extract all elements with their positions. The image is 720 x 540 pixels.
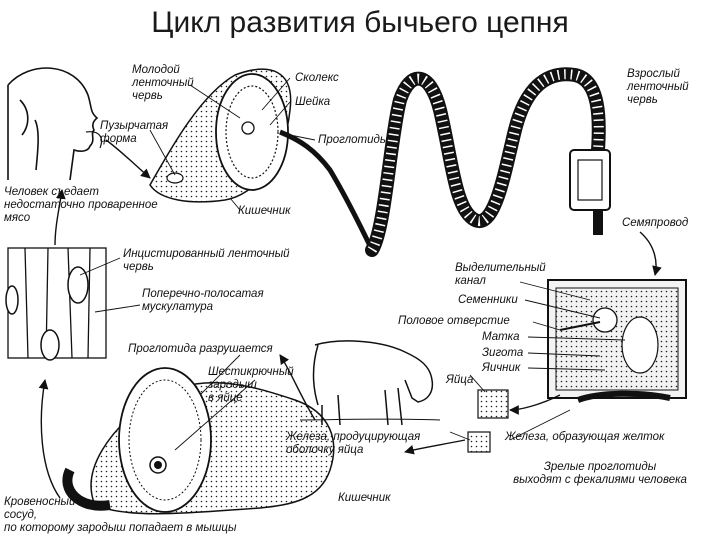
human-head-drawing xyxy=(7,67,103,181)
label-genital-opening: Половое отверстие xyxy=(398,315,510,327)
label-yolk-gland: Железа, образующая желток xyxy=(505,431,665,443)
lower-intestine-drawing xyxy=(62,367,335,515)
label-testes: Семенники xyxy=(458,294,518,306)
label-sperm-duct: Семяпровод xyxy=(622,217,689,229)
label-excretory-canal: Выделительный канал xyxy=(455,262,546,287)
label-proglottid-destroyed: Проглотида разрушается xyxy=(128,343,273,355)
label-shell-gland: Железа, продуцирующая оболочку яйца xyxy=(286,431,421,456)
leader-lines xyxy=(79,77,626,451)
muscle-tissue-drawing xyxy=(5,247,107,361)
eggs-drawing xyxy=(467,389,509,453)
label-zygote: Зигота xyxy=(482,347,524,359)
label-proglottids: Проглотиды xyxy=(318,134,389,146)
upper-intestine-drawing xyxy=(149,68,292,203)
label-neck: Шейка xyxy=(295,96,331,108)
label-intestine-bottom: Кишечник xyxy=(338,492,391,504)
label-encysted-worm: Инцистированный ленточный червь xyxy=(123,248,290,273)
page-title: Цикл развития бычьего цепня xyxy=(151,6,569,39)
label-uterus: Матка xyxy=(482,331,520,343)
label-mature-proglottids: Зрелые проглотиды выходят с фекалиями че… xyxy=(513,461,687,486)
label-six-hooked-embryo: Шестикрючный зародыш в яйце xyxy=(208,366,294,404)
label-eggs: Яйца xyxy=(446,374,474,386)
label-adult-worm: Взрослый ленточный червь xyxy=(627,68,689,106)
label-intestine-top: Кишечник xyxy=(238,205,291,217)
label-bladder-form: Пузырчатая форма xyxy=(100,120,169,145)
label-blood-vessel: Кровеносный сосуд, по которому зародыш п… xyxy=(4,496,237,534)
label-ovary: Яичник xyxy=(482,362,521,374)
label-young-worm: Молодой ленточный червь xyxy=(132,64,194,102)
label-striated-muscle: Поперечно-полосатая мускулатура xyxy=(142,288,264,313)
mature-proglottid-drawing xyxy=(547,279,687,403)
label-scolex: Сколекс xyxy=(295,72,339,84)
cow-drawing xyxy=(299,340,441,426)
cycle-arrows xyxy=(38,139,662,499)
label-person-eats: Человек съедает недостаточно проваренное… xyxy=(4,186,158,224)
tapeworm-strobila xyxy=(279,67,611,257)
